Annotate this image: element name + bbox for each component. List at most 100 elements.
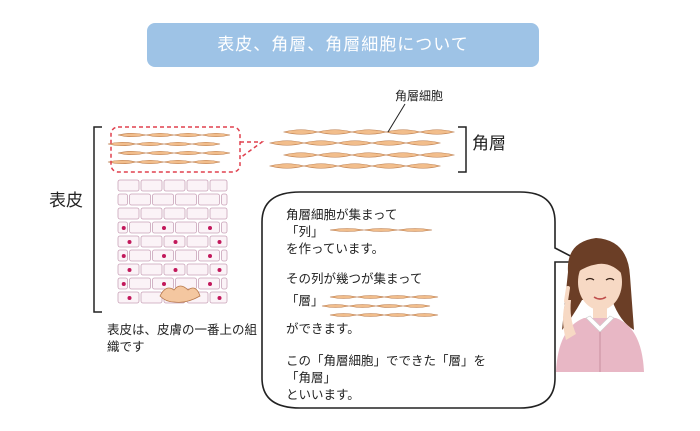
corneocyte-cell	[117, 150, 147, 156]
epidermis-cell	[175, 249, 197, 262]
epidermis-cell	[152, 193, 174, 206]
corneocyte-cell	[135, 159, 165, 165]
epidermis-cell	[186, 263, 209, 276]
cell-nucleus	[217, 296, 222, 300]
epidermis-cell	[140, 179, 163, 192]
bubble-line: 「列」	[286, 224, 324, 239]
label-epidermis: 表皮	[49, 191, 83, 211]
corneocyte-cell	[350, 129, 388, 135]
corneocyte-cell	[370, 140, 408, 146]
corneocyte-cell	[356, 295, 385, 299]
corneocyte-cell	[418, 152, 456, 158]
corneocyte-cell	[316, 152, 354, 158]
epidermis-cell	[129, 277, 151, 290]
epidermis-cell	[221, 277, 228, 290]
corneocyte-cell	[302, 140, 340, 146]
corneocyte-cell	[363, 228, 399, 232]
cell-nucleus	[173, 268, 178, 272]
corneocyte-cell	[135, 141, 165, 147]
corneocyte-cell	[329, 228, 365, 232]
cell-nucleus	[173, 240, 178, 244]
corneocyte-cell	[410, 313, 439, 317]
corneocyte-cell	[350, 152, 388, 158]
stratum-corneum-left	[107, 132, 231, 165]
label-stratum-corneum: 角層	[472, 134, 506, 154]
cell-nucleus	[127, 296, 132, 300]
epidermis-cell	[186, 207, 209, 220]
corneocyte-cell	[201, 132, 231, 138]
cell-nucleus	[208, 282, 212, 286]
epidermis-cell	[186, 235, 209, 248]
corneocyte-cell	[201, 150, 231, 156]
corneocyte-cell	[383, 313, 412, 317]
epidermis-cell	[209, 207, 228, 220]
corneocyte-cell	[356, 313, 385, 317]
corneocyte-cell	[404, 163, 442, 169]
bubble-line: その列が幾つが集まって	[286, 271, 423, 286]
title-banner: 表皮、角層、角層細胞について	[147, 23, 539, 67]
corneocyte-cell	[117, 132, 147, 138]
corneocyte-cell	[145, 150, 175, 156]
epidermis-bracket	[93, 126, 102, 313]
cell-nucleus	[162, 226, 166, 230]
stratum-bracket	[458, 126, 467, 173]
corneocyte-cell	[163, 141, 193, 147]
cell-nucleus	[208, 226, 212, 230]
bubble-row-example	[329, 228, 433, 232]
epidermis-cell	[209, 179, 228, 192]
bubble-line: 「角層」	[286, 370, 337, 385]
corneocyte-cell	[316, 129, 354, 135]
corneocyte-cell	[336, 140, 374, 146]
presenter-illustration	[556, 238, 644, 372]
cell-nucleus	[162, 282, 166, 286]
corneocyte-cell	[348, 304, 377, 308]
corneocyte-cell	[402, 304, 431, 308]
cell-nucleus	[217, 268, 222, 272]
bubble-layer-example	[321, 295, 439, 317]
speech-bubble	[261, 191, 583, 409]
bubble-line: 角層細胞が集まって	[286, 207, 398, 222]
corneocyte-cell	[173, 150, 203, 156]
epidermis-cell	[140, 291, 163, 304]
epidermis-cell	[175, 221, 197, 234]
corneocyte-cell	[282, 129, 320, 135]
bubble-line: 「層」	[286, 293, 324, 308]
corneocyte-cell	[404, 140, 442, 146]
epidermis-cell	[117, 207, 140, 220]
epidermis-cell	[186, 179, 209, 192]
zoom-pointer	[239, 141, 265, 159]
epidermis-caption: 表皮は、皮膚の一番上の組織です	[107, 322, 258, 354]
corneocyte-cell	[191, 159, 221, 165]
label-corneocyte: 角層細胞	[395, 89, 444, 103]
corneocyte-cell	[145, 132, 175, 138]
corneocyte-cell	[329, 313, 358, 317]
cell-nucleus	[217, 240, 222, 244]
corneocyte-cell	[302, 163, 340, 169]
cell-nucleus	[127, 240, 132, 244]
corneocyte-cell	[418, 129, 456, 135]
corneocyte-cell	[321, 304, 350, 308]
corneocyte-pointer	[387, 103, 406, 133]
cell-nucleus	[121, 254, 126, 258]
cell-nucleus	[162, 254, 166, 258]
epidermis-cell	[163, 207, 186, 220]
epidermis-cell	[129, 249, 151, 262]
corneocyte-cell	[410, 295, 439, 299]
cell-nucleus	[121, 226, 126, 230]
cell-nucleus	[121, 282, 126, 286]
corneocyte-cell	[191, 141, 221, 147]
epidermis-cell	[198, 193, 220, 206]
epidermis-cell	[140, 263, 163, 276]
stratum-corneum-enlarged	[268, 129, 456, 169]
corneocyte-cell	[107, 141, 137, 147]
corneocyte-cell	[383, 295, 412, 299]
cell-nucleus	[127, 268, 132, 272]
epidermis-cell	[117, 193, 128, 206]
bubble-line: を作っています。	[286, 241, 385, 256]
corneocyte-cell	[375, 304, 404, 308]
epidermis-cell	[221, 249, 228, 262]
zoom-dashed-outline	[110, 126, 241, 173]
corneocyte-cell	[107, 159, 137, 165]
epidermis-cell	[129, 221, 151, 234]
corneocyte-cell	[384, 152, 422, 158]
